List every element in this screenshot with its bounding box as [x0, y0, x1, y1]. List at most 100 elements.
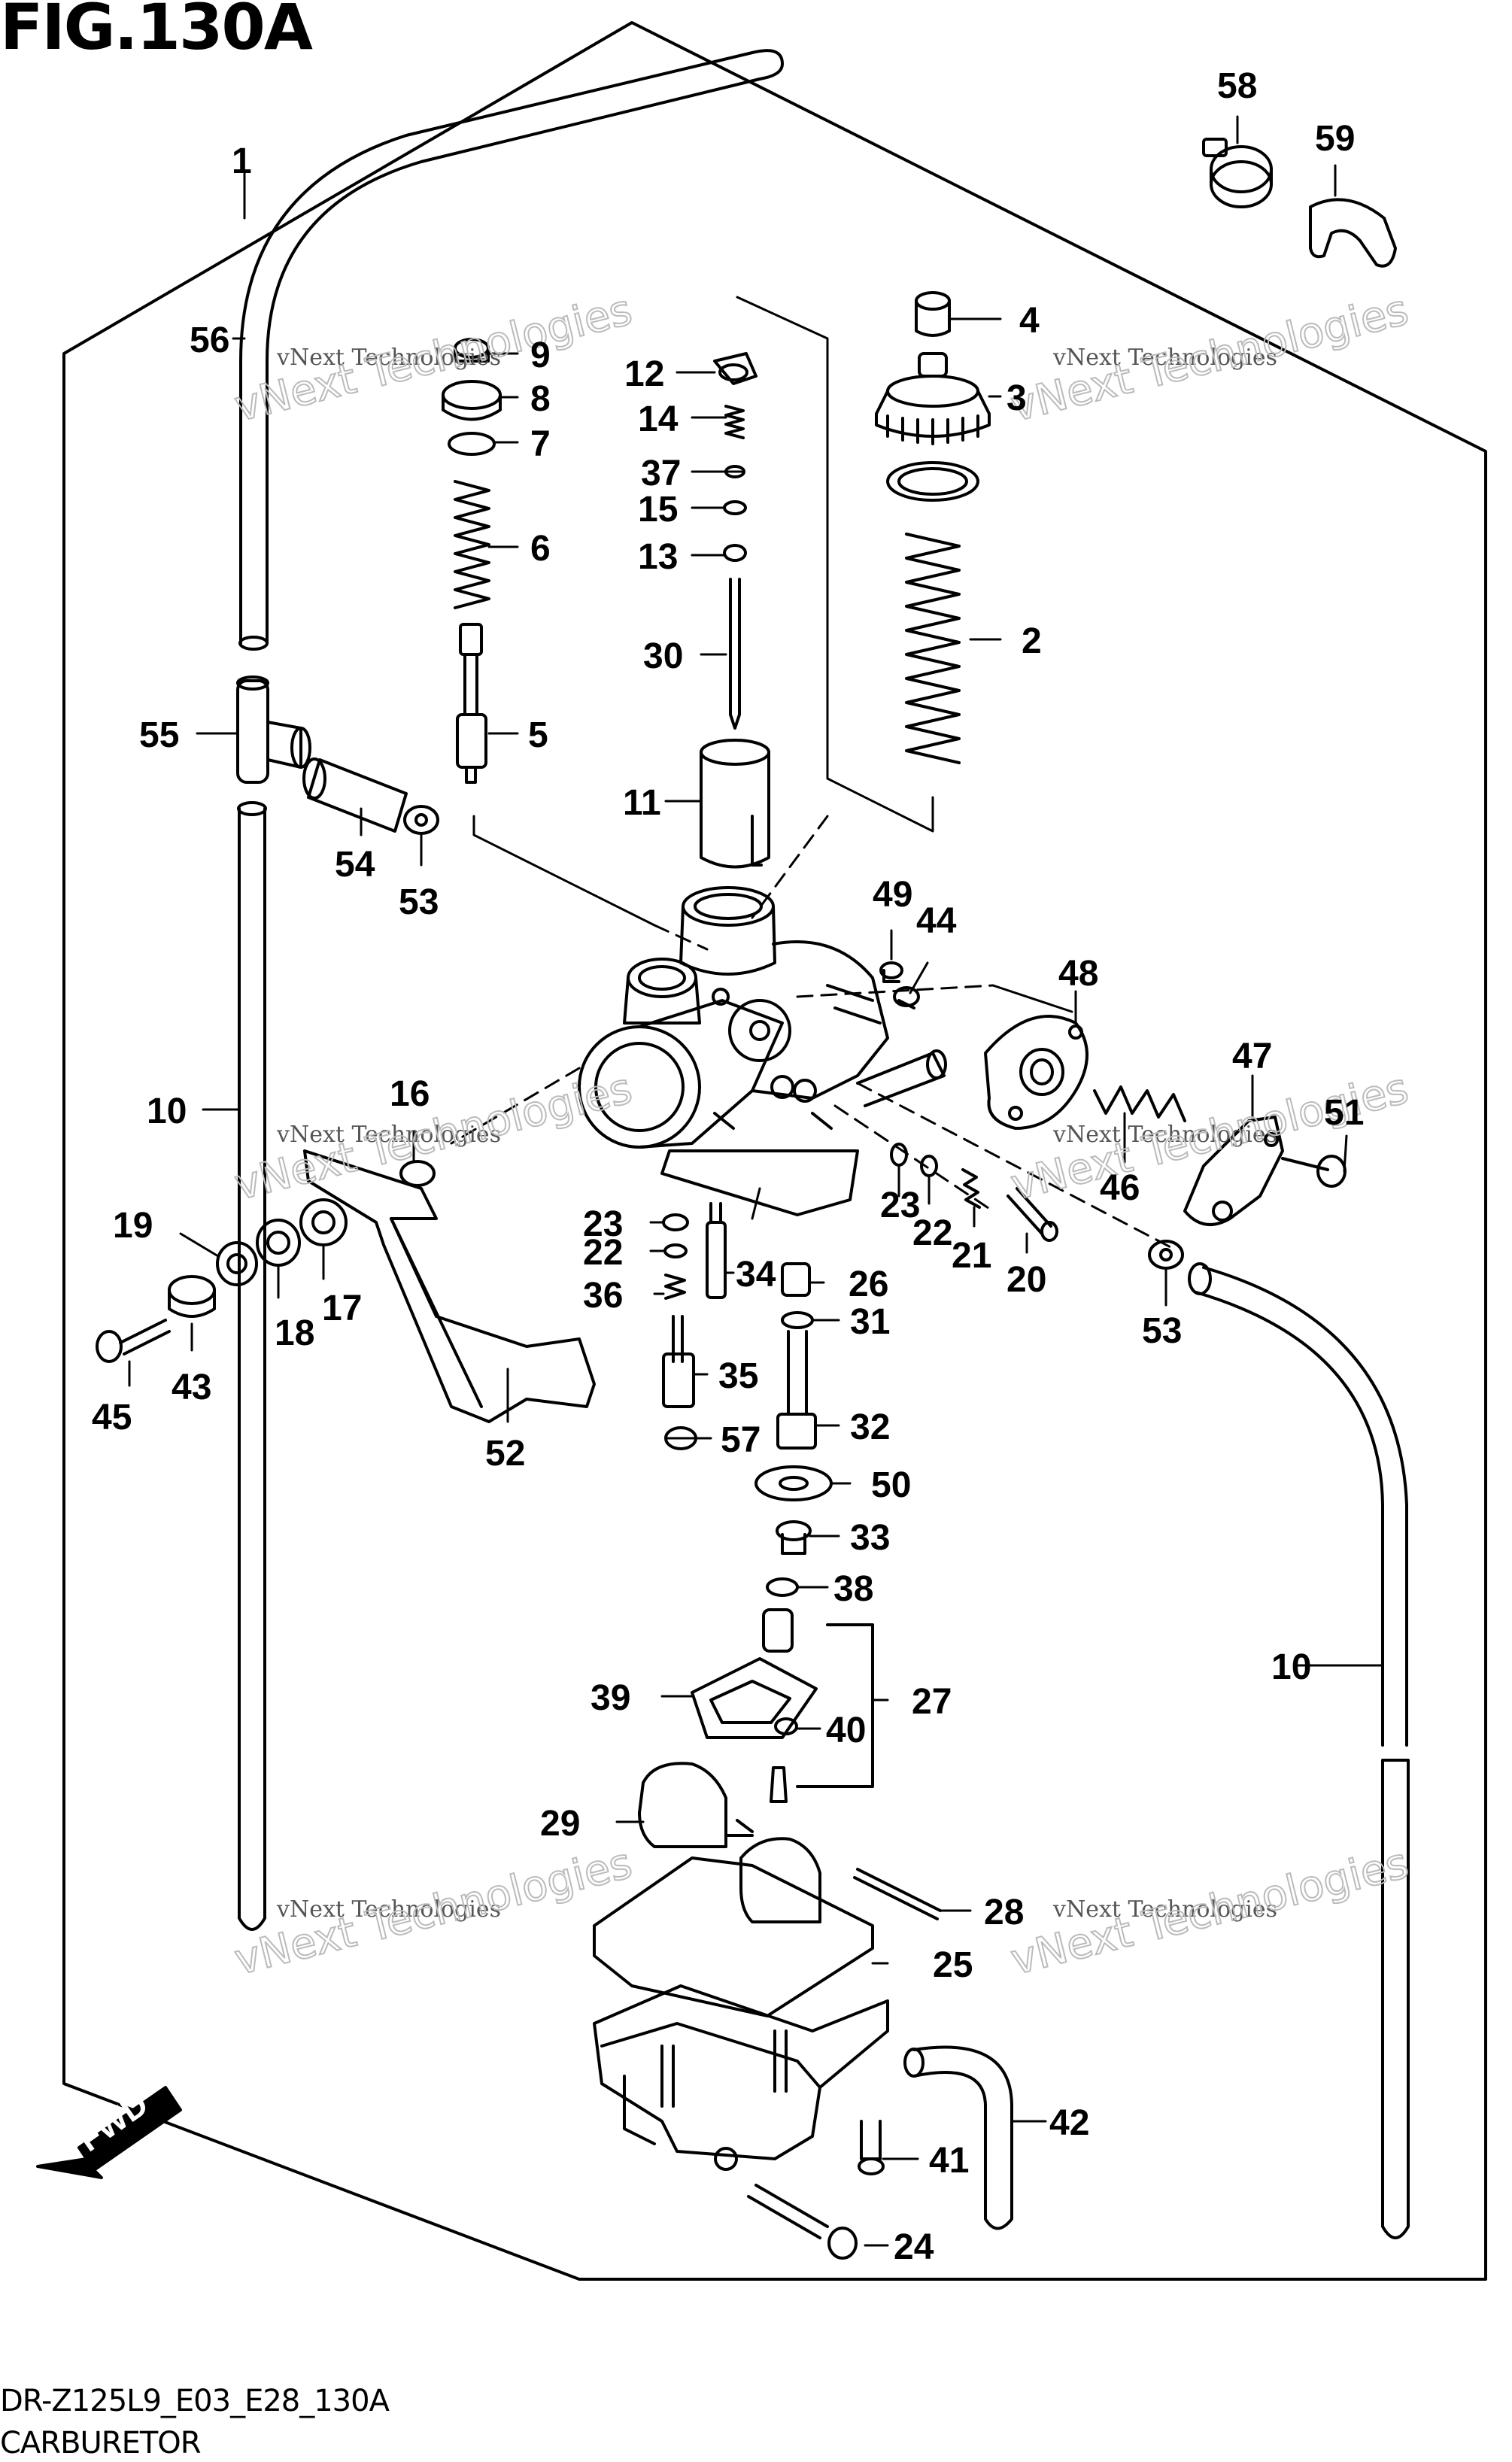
- callout-40: 40: [826, 1711, 866, 1750]
- figure-name: CARBURETOR: [0, 2426, 202, 2460]
- callout-48: 48: [1058, 954, 1098, 994]
- callout-6: 6: [530, 529, 551, 569]
- callout-41: 41: [929, 2141, 969, 2181]
- callout-2: 2: [1022, 621, 1042, 661]
- fuel-tee-joint: [236, 675, 311, 784]
- seat-13: [723, 544, 747, 562]
- needle-30: [729, 578, 741, 730]
- screw-20: [1006, 1187, 1058, 1242]
- screw-51: [1281, 1155, 1347, 1188]
- jet-33: [776, 1520, 812, 1555]
- screw-49: [879, 961, 903, 983]
- watermark-top-left: vNext Technologies vNext Technologies: [229, 285, 638, 433]
- callout-25: 25: [933, 1945, 973, 1985]
- callout-24: 24: [894, 2227, 934, 2267]
- callout-45: 45: [92, 1398, 132, 1437]
- float-chamber: [593, 1984, 889, 2171]
- svg-text:vNext Technologies: vNext Technologies: [276, 1122, 501, 1148]
- clip-12: [713, 352, 758, 385]
- callout-20: 20: [1006, 1260, 1046, 1300]
- callout-30: 30: [643, 636, 683, 676]
- callout-12: 12: [624, 354, 664, 394]
- callout-5: 5: [528, 715, 548, 755]
- float-29: [638, 1762, 821, 1923]
- cap-4: [915, 291, 951, 337]
- washer-50: [754, 1465, 833, 1501]
- callout-29: 29: [540, 1804, 580, 1844]
- plunger-5: [456, 623, 487, 784]
- spring-36: [664, 1274, 686, 1300]
- callout-15: 15: [638, 490, 678, 530]
- callout-21: 21: [952, 1236, 991, 1276]
- callout-57: 57: [721, 1420, 761, 1460]
- callout-51: 51: [1324, 1093, 1364, 1133]
- jet-32: [776, 1330, 817, 1450]
- callout-17: 17: [322, 1289, 362, 1328]
- svg-text:vNext Technologies: vNext Technologies: [1052, 345, 1277, 371]
- spring-21: [961, 1168, 981, 1209]
- callout-14: 14: [638, 399, 679, 439]
- callout-31: 31: [850, 1302, 890, 1342]
- o-ring-38: [766, 1577, 799, 1597]
- callout-49: 49: [873, 875, 912, 915]
- callout-10-right: 10: [1271, 1647, 1311, 1687]
- callout-13: 13: [638, 537, 678, 577]
- callout-46: 46: [1100, 1168, 1140, 1208]
- needle-jet-34: [706, 1202, 727, 1299]
- callout-33: 33: [850, 1518, 890, 1558]
- callout-38: 38: [833, 1569, 873, 1609]
- o-ring-23-left: [662, 1213, 689, 1231]
- fwd-arrow: [36, 2086, 182, 2179]
- callout-22-left: 22: [583, 1233, 623, 1273]
- callout-7: 7: [530, 424, 551, 464]
- clip-15: [723, 500, 747, 515]
- throttle-valve-11: [700, 739, 770, 869]
- washer-19: [216, 1241, 258, 1286]
- callout-47: 47: [1232, 1037, 1272, 1076]
- gasket-39: [691, 1657, 818, 1739]
- callout-53-right: 53: [1142, 1311, 1182, 1351]
- callout-22-right: 22: [912, 1213, 952, 1253]
- o-ring-7: [448, 432, 496, 456]
- bolt-45: [96, 1319, 171, 1363]
- callout-52: 52: [485, 1434, 525, 1474]
- lever-47: [1183, 1116, 1284, 1226]
- float-bowl-gasket-25: [593, 1856, 874, 2017]
- washer-22-left: [663, 1243, 688, 1258]
- figure-code: DR-Z125L9_E03_E28_130A: [0, 2384, 390, 2418]
- callout-58: 58: [1217, 66, 1257, 106]
- hose-clamp-right: [1148, 1240, 1184, 1270]
- screw-40: [774, 1717, 798, 1735]
- figure-title: FIG.130A: [0, 0, 313, 64]
- hose-clamp-upper: [403, 805, 439, 835]
- screw-16: [399, 1160, 436, 1187]
- callout-34: 34: [736, 1255, 776, 1295]
- callout-55: 55: [139, 715, 179, 755]
- callout-32: 32: [850, 1407, 890, 1447]
- callout-23-right: 23: [880, 1185, 920, 1225]
- callout-26: 26: [849, 1264, 888, 1304]
- callout-37: 37: [641, 454, 681, 493]
- valve-seat-27: [762, 1608, 874, 1788]
- watermark-bottom-left: vNext Technologies vNext Technologies: [229, 1838, 638, 1986]
- callout-43: 43: [172, 1368, 211, 1407]
- clamp-59: [1309, 198, 1397, 268]
- callout-53-upper: 53: [399, 882, 439, 922]
- collar-43: [168, 1275, 216, 1318]
- callout-11: 11: [623, 783, 661, 823]
- callout-8: 8: [530, 379, 551, 419]
- spring-14: [724, 405, 745, 439]
- callout-35: 35: [718, 1356, 758, 1396]
- callout-3: 3: [1006, 378, 1027, 418]
- fuel-hose-left: [237, 801, 267, 1931]
- bracket-52: [303, 1149, 596, 1423]
- callout-19: 19: [113, 1206, 153, 1246]
- watermark-top-right: vNext Technologies vNext Technologies: [1006, 285, 1414, 433]
- spring-2: [905, 533, 961, 764]
- spring-6: [454, 480, 490, 609]
- callout-9: 9: [530, 335, 551, 375]
- callout-28: 28: [984, 1893, 1024, 1932]
- watermark-bottom-right: vNext Technologies vNext Technologies: [1006, 1838, 1414, 1986]
- callout-36: 36: [583, 1276, 623, 1316]
